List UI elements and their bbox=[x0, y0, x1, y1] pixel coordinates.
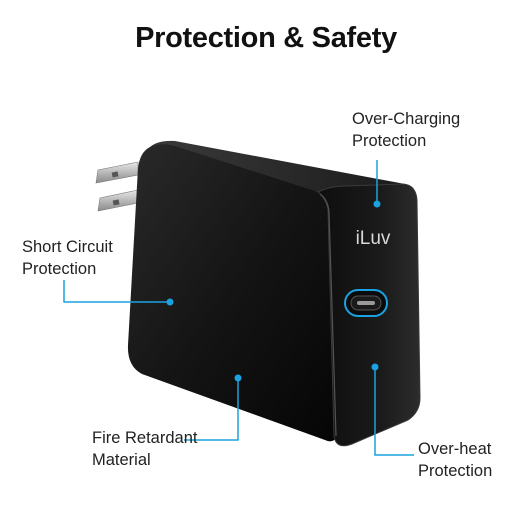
usb-c-port bbox=[344, 289, 388, 317]
label-fire-retardant: Fire Retardant Material bbox=[92, 427, 197, 471]
callout-over-heat bbox=[371, 363, 414, 456]
label-line: Over-heat bbox=[418, 440, 492, 458]
label-over-heat: Over-heat Protection bbox=[418, 438, 492, 482]
page-title: Protection & Safety bbox=[135, 22, 397, 54]
label-line: Protection bbox=[418, 462, 493, 480]
callout-over-charging bbox=[373, 160, 381, 208]
callout-dot bbox=[373, 200, 381, 208]
label-short-circuit: Short Circuit Protection bbox=[22, 236, 113, 280]
label-line: Material bbox=[92, 451, 151, 469]
label-over-charging: Over-Charging Protection bbox=[352, 108, 460, 152]
label-line: Protection bbox=[352, 132, 427, 150]
label-line: Fire Retardant bbox=[92, 429, 198, 447]
callout-dot bbox=[166, 298, 174, 306]
brand-logo: iLuv bbox=[356, 228, 391, 249]
label-line: Short Circuit bbox=[22, 238, 113, 256]
callout-dot bbox=[234, 374, 242, 382]
plug-prongs bbox=[95, 161, 139, 212]
label-line: Protection bbox=[22, 260, 97, 278]
callout-fire-retardant bbox=[184, 374, 242, 441]
callout-short-circuit bbox=[63, 280, 174, 306]
label-line: Over-Charging bbox=[352, 110, 461, 128]
callout-dot bbox=[371, 363, 379, 371]
